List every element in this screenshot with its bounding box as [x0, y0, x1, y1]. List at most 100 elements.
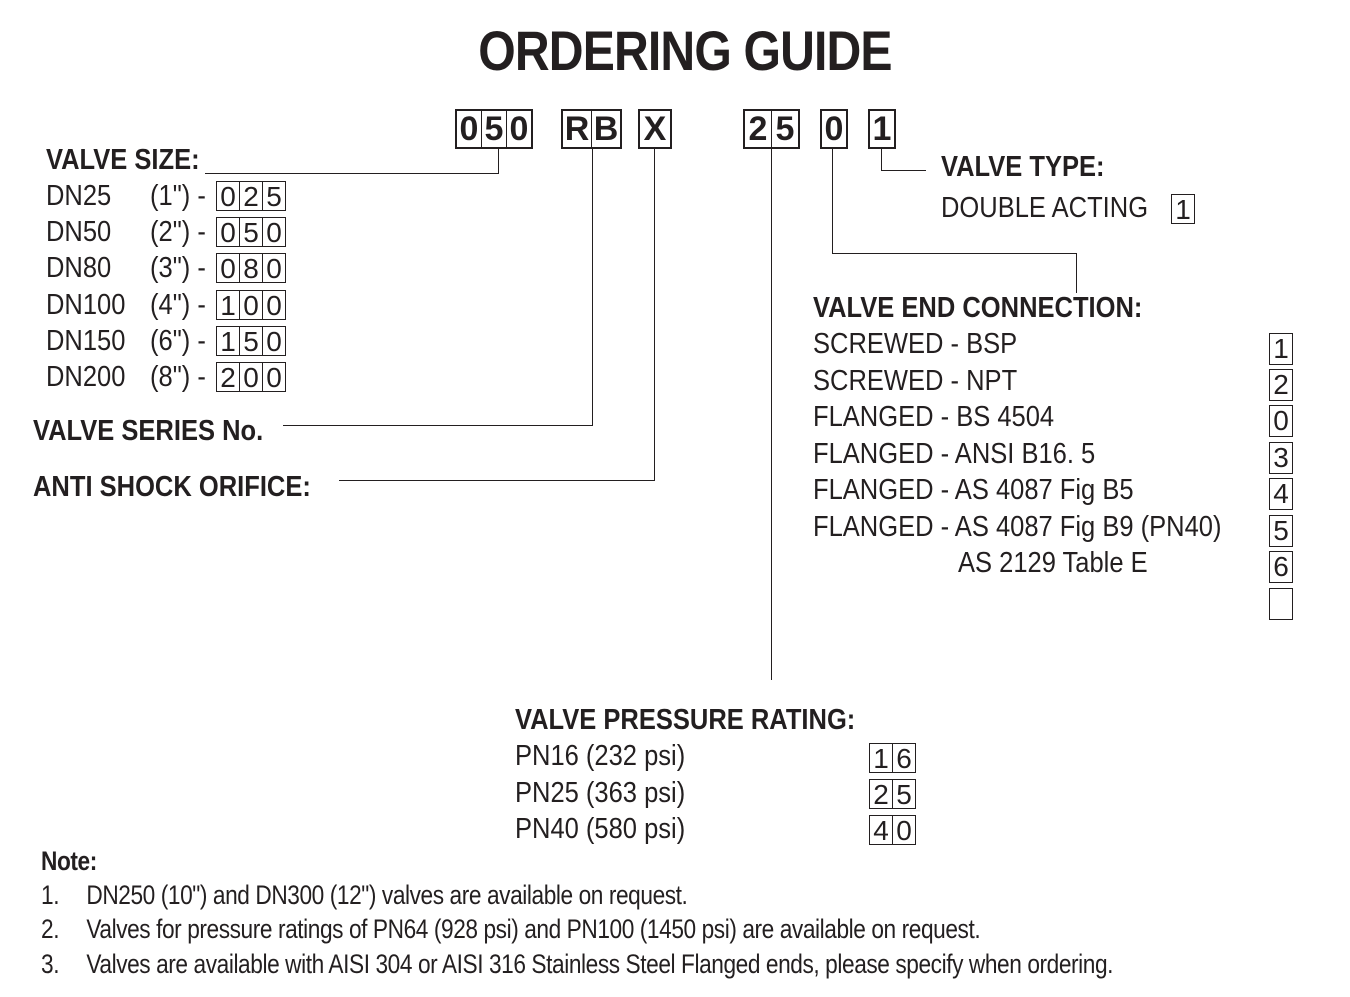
end-connection-code-box: 5 — [1269, 515, 1293, 547]
end-connection-label: SCREWED - NPT — [813, 365, 1018, 397]
valve-size-inch: (8") - — [150, 361, 206, 393]
valve-size-inch: (1") - — [150, 180, 206, 212]
code-series-group: R B — [561, 109, 622, 149]
valve-size-inch: (3") - — [150, 252, 206, 284]
note-text: Valves are available with AISI 304 or AI… — [86, 949, 1114, 979]
code-end-connection-group: 0 — [820, 109, 848, 149]
valve-type-heading: VALVE TYPE: — [941, 151, 1105, 183]
code-digit: 2 — [873, 779, 889, 810]
note-item: 3.Valves are available with AISI 304 or … — [41, 949, 1113, 980]
connector-line — [1076, 253, 1077, 293]
code-digit: 0 — [1273, 405, 1289, 436]
code-digit: 0 — [262, 254, 285, 283]
code-digit: 1 — [220, 290, 236, 321]
note-item: 1. DN250 (10") and DN300 (12") valves are… — [41, 880, 688, 911]
connector-line — [881, 170, 926, 171]
code-size-group: 0 5 0 — [455, 109, 533, 149]
code-pressure-group: 2 5 — [743, 109, 800, 149]
code-digit: 0 — [220, 181, 236, 212]
valve-size-inch: (2") - — [150, 216, 206, 248]
connector-line — [771, 147, 772, 680]
code-digit: 0 — [220, 217, 236, 248]
code-digit: 0 — [892, 816, 915, 845]
connector-line — [283, 425, 593, 426]
notes-heading: Note: — [41, 846, 97, 876]
end-connection-label: FLANGED - AS 4087 Fig B5 — [813, 474, 1134, 506]
code-digit: 2 — [1273, 369, 1289, 400]
code-digit: 5 — [239, 218, 262, 247]
code-digit: 0 — [262, 218, 285, 247]
end-connection-code-box: 4 — [1269, 478, 1293, 510]
end-connection-label: FLANGED - ANSI B16. 5 — [813, 438, 1096, 470]
valve-size-dn: DN200 — [46, 361, 126, 393]
connector-line — [498, 147, 499, 174]
note-text: DN250 (10") and DN300 (12") valves are a… — [86, 880, 688, 910]
valve-size-inch: (6") - — [150, 325, 206, 357]
connector-line — [205, 173, 499, 174]
code-digit — [1270, 589, 1292, 619]
valve-size-dn: DN100 — [46, 289, 126, 321]
end-connection-label: FLANGED - BS 4504 — [813, 401, 1055, 433]
anti-shock-heading: ANTI SHOCK ORIFICE: — [33, 471, 311, 503]
page-title: ORDERING GUIDE — [478, 19, 892, 82]
end-connection-code-box: 0 — [1269, 405, 1293, 437]
note-item: 2. Valves for pressure ratings of PN64 (9… — [41, 914, 981, 945]
code-type-group: 1 — [868, 109, 896, 149]
note-number: 1. — [41, 880, 60, 910]
valve-size-dn: DN25 — [46, 180, 112, 212]
code-digit: 4 — [1273, 478, 1289, 509]
code-cell: B — [591, 111, 620, 148]
note-number: 2. — [41, 914, 60, 944]
valve-size-inch: (4") - — [150, 289, 206, 321]
end-connection-code-box: 3 — [1269, 442, 1293, 474]
code-digit: 4 — [873, 815, 889, 846]
code-cell: X — [643, 110, 667, 148]
code-orifice-group: X — [638, 109, 672, 149]
end-connection-label: SCREWED - BSP — [813, 328, 1018, 360]
end-connection-heading: VALVE END CONNECTION: — [813, 292, 1143, 324]
connector-line — [592, 147, 593, 426]
connector-line — [339, 480, 655, 481]
code-cell: R — [564, 110, 590, 148]
valve-size-dn: DN50 — [46, 216, 112, 248]
code-digit: 0 — [239, 363, 262, 392]
note-text: Valves for pressure ratings of PN64 (928… — [86, 914, 981, 944]
code-digit: 2 — [220, 362, 236, 393]
valve-size-heading: VALVE SIZE: — [46, 144, 200, 176]
connector-line — [654, 147, 655, 481]
code-digit: 5 — [1273, 515, 1289, 546]
code-cell: 0 — [824, 110, 844, 148]
code-digit: 8 — [239, 254, 262, 283]
code-cell: 0 — [459, 110, 479, 148]
valve-type-code-box: 1 — [1171, 194, 1195, 224]
connector-line — [881, 147, 882, 171]
pressure-rating-label: PN40 (580 psi) — [515, 813, 686, 845]
code-digit: 1 — [873, 743, 889, 774]
code-digit: 5 — [262, 182, 285, 211]
end-connection-code-box-empty — [1269, 588, 1293, 620]
end-connection-code-box: 6 — [1269, 551, 1293, 583]
code-digit: 0 — [262, 363, 285, 392]
code-digit: 6 — [1273, 551, 1289, 582]
valve-size-dn: DN80 — [46, 252, 112, 284]
valve-series-heading: VALVE SERIES No. — [33, 415, 264, 447]
pressure-rating-label: PN25 (363 psi) — [515, 777, 686, 809]
code-cell: 0 — [506, 111, 531, 148]
code-digit: 1 — [1175, 194, 1191, 225]
code-digit: 0 — [262, 327, 285, 356]
code-cell: 5 — [481, 111, 506, 148]
valve-type-option: DOUBLE ACTING — [941, 192, 1149, 224]
end-connection-code-box: 2 — [1269, 369, 1293, 401]
pressure-rating-label: PN16 (232 psi) — [515, 740, 686, 772]
end-connection-label: AS 2129 Table E — [958, 547, 1148, 579]
code-cell: 1 — [872, 110, 892, 148]
code-digit: 5 — [892, 780, 915, 809]
